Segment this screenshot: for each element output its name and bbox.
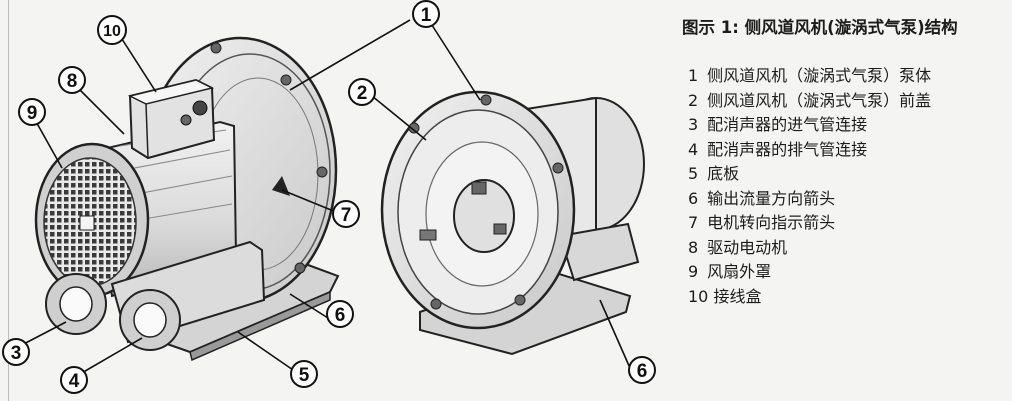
svg-text:3: 3 [11, 343, 22, 364]
legend-item-text: 底板 [707, 164, 740, 183]
svg-text:10: 10 [103, 23, 121, 40]
blower-illustration: 1 2 3 4 5 6 6 7 [2, 0, 656, 394]
legend-item: 5 底板 [688, 162, 1007, 187]
svg-text:1: 1 [421, 5, 432, 26]
legend-item: 10 接线盒 [688, 285, 1007, 310]
legend-item: 3 配消声器的进气管连接 [688, 113, 1007, 138]
legend-item: 4 配消声器的排气管连接 [688, 138, 1007, 163]
svg-text:7: 7 [341, 205, 352, 226]
legend-item-text: 配消声器的进气管连接 [707, 115, 868, 134]
legend-item-number: 2 [688, 90, 699, 110]
legend-item-number: 7 [688, 213, 699, 232]
legend-item-number: 6 [688, 188, 699, 208]
callout-6-right: 6 [628, 356, 656, 384]
callout-4: 4 [60, 366, 88, 394]
legend-item: 1 侧风道风机（漩涡式气泵）泵体 [688, 64, 1007, 89]
left-blower [34, 36, 340, 362]
legend-item-text: 驱动电动机 [707, 237, 788, 257]
legend-item-text: 侧风道风机（漩涡式气泵）前盖 [707, 90, 932, 110]
legend-item-text: 输出流量方向箭头 [707, 188, 836, 208]
callout-9: 9 [18, 98, 46, 126]
callout-3: 3 [2, 338, 30, 366]
legend-item-text: 配消声器的排气管连接 [707, 139, 868, 159]
svg-text:5: 5 [299, 365, 310, 386]
callout-10: 10 [97, 15, 127, 45]
svg-text:4: 4 [69, 371, 80, 392]
legend-item: 8 驱动电动机 [688, 236, 1007, 261]
legend-item-number: 1 [688, 66, 699, 85]
legend-item: 7 电机转向指示箭头 [688, 211, 1007, 236]
legend-item-number: 5 [688, 164, 699, 183]
legend-item-text: 侧风道风机（漩涡式气泵）泵体 [707, 66, 932, 85]
legend-item-number: 8 [688, 237, 699, 257]
legend-item: 6 输出流量方向箭头 [688, 187, 1007, 212]
legend-item-number: 9 [688, 262, 699, 281]
callout-8: 8 [58, 66, 86, 94]
legend-item-text: 电机转向指示箭头 [707, 213, 836, 232]
svg-text:8: 8 [67, 71, 78, 92]
callout-6-left: 6 [326, 300, 354, 328]
legend-item: 2 侧风道风机（漩涡式气泵）前盖 [688, 89, 1007, 114]
legend-item-number: 4 [688, 139, 699, 159]
callout-5: 5 [290, 360, 318, 388]
svg-text:2: 2 [357, 83, 368, 104]
legend-item-number: 3 [688, 115, 699, 134]
legend-title: 图示 1: 侧风道风机(漩涡式气泵)结构 [682, 18, 958, 37]
callout-2: 2 [348, 78, 376, 106]
svg-text:6: 6 [637, 361, 648, 382]
right-blower [380, 90, 645, 356]
svg-text:6: 6 [335, 305, 346, 326]
legend-item-number: 10 [688, 286, 709, 306]
legend-item: 9 风扇外罩 [688, 260, 1007, 285]
legend-item-text: 接线盒 [713, 286, 762, 306]
svg-text:9: 9 [27, 103, 38, 124]
callout-1: 1 [412, 0, 440, 28]
callout-7: 7 [332, 200, 360, 228]
left-border-line [8, 0, 9, 401]
legend-item-text: 风扇外罩 [707, 262, 772, 281]
